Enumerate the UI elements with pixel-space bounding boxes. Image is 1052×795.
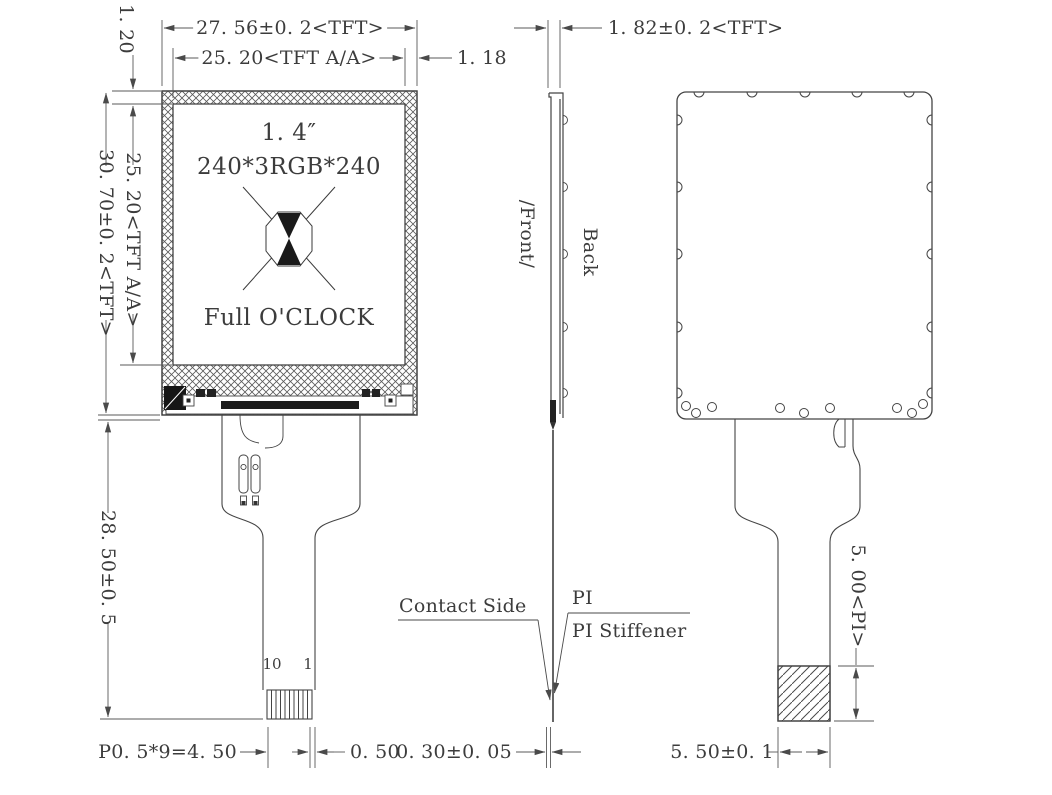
dim-pin-edge: 0. 50	[350, 741, 400, 763]
viewing-direction-symbol	[242, 186, 336, 291]
back-view	[676, 91, 933, 722]
contact-side-label: Contact Side	[399, 595, 527, 617]
pi-stiffener-label: PI Stiffener	[572, 620, 687, 642]
side-front-label: /Front/	[516, 199, 538, 269]
pin-number-10: 10	[262, 655, 282, 673]
dim-tft-height: 30. 70±0. 2<TFT>	[95, 149, 117, 337]
dim-top-border: 1. 20	[115, 4, 137, 54]
edge-notches	[677, 92, 932, 399]
pin-number-1: 1	[303, 655, 313, 673]
dim-right-border: 1. 18	[457, 47, 507, 69]
dim-tft-width: 27. 56±0. 2<TFT>	[193, 17, 387, 39]
dim-pi-height: 5. 00<PI>	[847, 544, 869, 648]
panel-size-label: 1. 4″	[261, 120, 317, 146]
dim-aa-width: 25. 20<TFT A/A>	[198, 47, 380, 69]
fpc-pins	[266, 689, 313, 720]
pi-label: PI	[572, 587, 593, 609]
dim-aa-height: 25. 20<TFT A/A>	[122, 152, 144, 328]
dimension-lines	[98, 20, 874, 768]
dim-tft-thickness: 1. 82±0. 2<TFT>	[608, 17, 784, 39]
front-view	[161, 90, 418, 720]
dim-stiffener-width: 5. 50±0. 1	[670, 741, 774, 763]
dim-fpc-length: 28. 50±0. 5	[97, 510, 119, 626]
side-view	[548, 92, 568, 722]
panel-clock-label: Full O'CLOCK	[203, 305, 375, 331]
leader-lines	[398, 612, 690, 701]
pi-stiffener-hatch	[777, 665, 831, 722]
dim-fpc-thickness: 0. 30±0. 05	[396, 741, 512, 763]
solder-dots	[681, 399, 928, 418]
dim-pin-pitch: P0. 5*9=4. 50	[98, 741, 237, 763]
side-back-label: Back	[579, 227, 601, 277]
panel-resolution: 240*3RGB*240	[196, 154, 382, 180]
